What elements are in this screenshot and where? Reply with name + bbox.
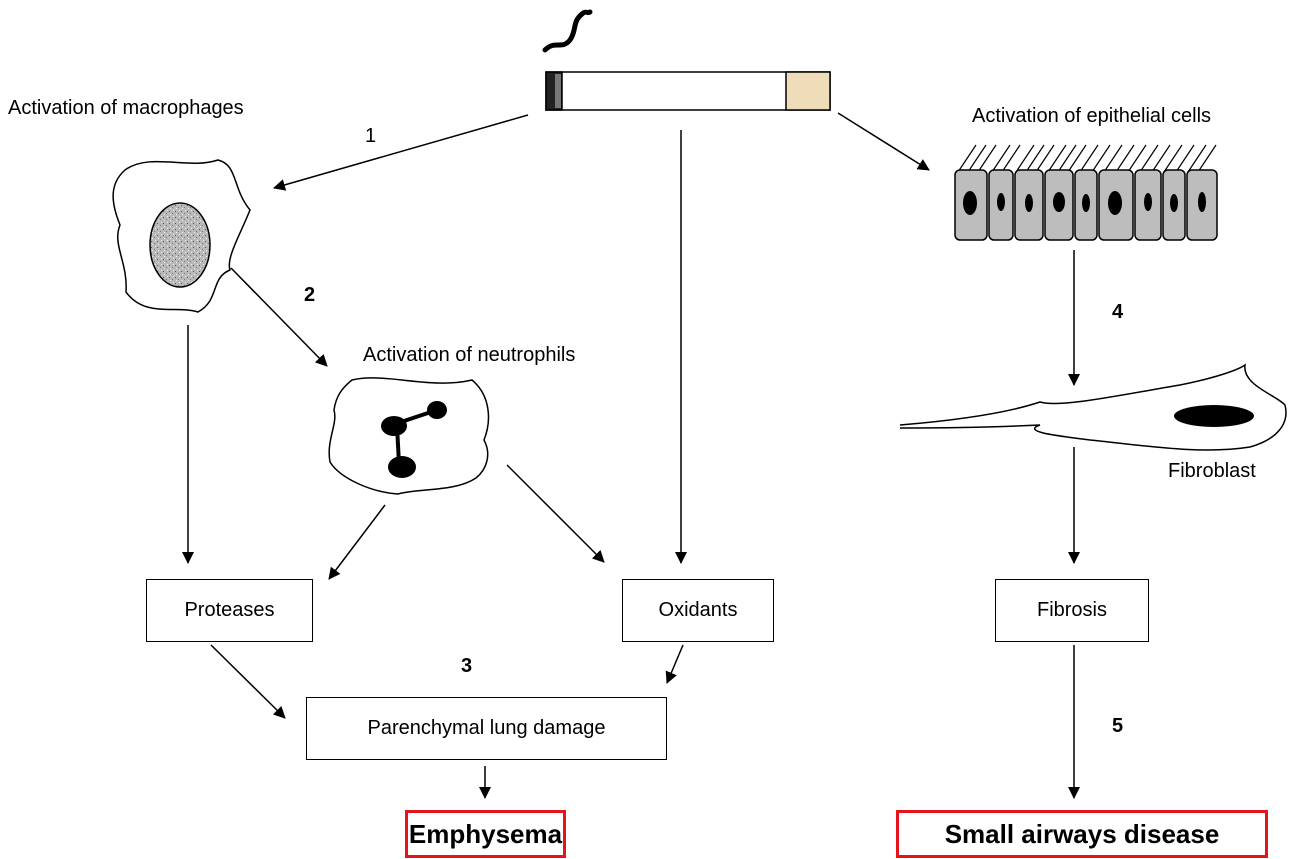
macrophage-nucleus <box>149 202 211 288</box>
label-epithelial: Activation of epithelial cells <box>972 105 1212 127</box>
step-3: 3 <box>461 655 473 677</box>
neutrophil-cell <box>328 377 490 495</box>
arrow-proteases-to-parenchymal <box>210 644 286 719</box>
fibroblast-cell <box>899 363 1287 451</box>
arrow-neutrophil-to-proteases <box>328 504 386 580</box>
arrow-neutrophil-to-oxidants <box>506 464 605 563</box>
epithelial-cells <box>954 144 1218 241</box>
label-fibroblast: Fibroblast <box>1168 460 1256 482</box>
fibrosis-box: Fibrosis <box>995 579 1149 642</box>
fibroblast-nucleus <box>1174 405 1254 427</box>
arrow-oxidants-to-parenchymal <box>665 644 684 684</box>
step-2: 2 <box>304 284 316 306</box>
oxidants-box: Oxidants <box>622 579 774 642</box>
arrow-cigarette-to-macrophage <box>273 114 529 191</box>
emphysema-outcome: Emphysema <box>405 810 566 858</box>
label-macrophages: Activation of macrophages <box>8 97 244 119</box>
step-1: 1 <box>365 125 377 147</box>
parenchymal-box: Parenchymal lung damage <box>306 697 667 760</box>
small-airways-outcome: Small airways disease <box>896 810 1268 858</box>
arrow-macrophage-to-neutrophil <box>230 267 328 367</box>
arrows <box>182 112 1080 799</box>
macrophage-cell <box>112 159 251 313</box>
proteases-box: Proteases <box>146 579 313 642</box>
step-5: 5 <box>1112 715 1124 737</box>
label-neutrophils: Activation of neutrophils <box>363 344 576 366</box>
arrow-cigarette-to-epithelial <box>837 112 930 171</box>
cigarette-icon <box>542 9 831 111</box>
step-4: 4 <box>1112 301 1124 323</box>
